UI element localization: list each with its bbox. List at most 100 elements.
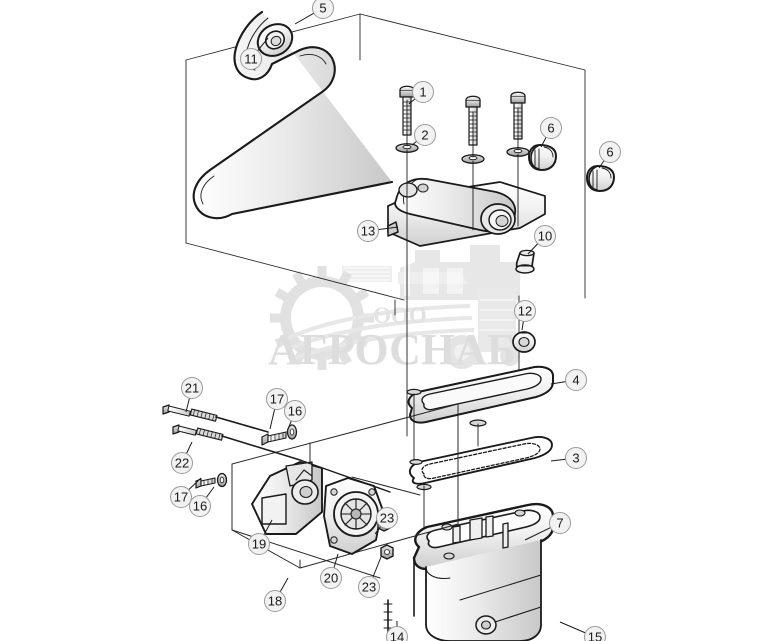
part-7-housing xyxy=(412,502,555,641)
callout-number: 21 xyxy=(185,381,199,396)
callout-bubble[interactable] xyxy=(181,377,203,399)
callout-11[interactable]: 11 xyxy=(240,37,269,70)
callout-16[interactable]: 16 xyxy=(284,400,306,433)
callout-bubble[interactable] xyxy=(414,124,436,146)
washer xyxy=(286,424,298,440)
callout-number: 15 xyxy=(588,630,602,641)
callout-3[interactable]: 3 xyxy=(550,447,587,469)
leader-line xyxy=(372,556,382,578)
callout-1[interactable]: 1 xyxy=(408,81,434,105)
callout-bubble[interactable] xyxy=(284,400,306,422)
callout-bubble[interactable] xyxy=(514,300,536,322)
leader-line xyxy=(559,621,586,634)
callout-17[interactable]: 17 xyxy=(266,388,288,430)
leader-line xyxy=(598,160,605,169)
callout-bubble[interactable] xyxy=(549,512,571,534)
leader-line xyxy=(374,526,382,535)
callout-23[interactable]: 23 xyxy=(374,507,398,535)
callout-number: 18 xyxy=(268,594,282,609)
nut xyxy=(380,544,394,560)
callout-23b[interactable]: 23 xyxy=(358,556,382,598)
callout-bubble[interactable] xyxy=(565,447,587,469)
callout-number: 20 xyxy=(324,571,338,586)
callout-bubble[interactable] xyxy=(358,576,380,598)
callout-bubble[interactable] xyxy=(189,495,211,517)
callout-bubble[interactable] xyxy=(599,141,621,163)
callout-21[interactable]: 21 xyxy=(181,377,203,413)
callout-bubble[interactable] xyxy=(312,0,334,19)
part-3-gasket xyxy=(408,436,553,491)
callout-number: 10 xyxy=(538,229,552,244)
callout-14[interactable]: 14 xyxy=(386,621,408,641)
callout-bubble[interactable] xyxy=(357,220,379,242)
callout-18[interactable]: 18 xyxy=(264,577,289,612)
callout-17b[interactable]: 17 xyxy=(170,477,202,508)
leader-line xyxy=(521,321,524,331)
leader-line xyxy=(550,458,566,462)
bushing xyxy=(528,144,557,171)
part-21-threaded-rod xyxy=(162,404,269,433)
callout-bubble[interactable] xyxy=(412,81,434,103)
leader-line xyxy=(188,477,202,491)
callout-bubble[interactable] xyxy=(240,48,262,70)
cap-screw xyxy=(195,477,216,489)
callout-bubble[interactable] xyxy=(376,507,398,529)
callout-bubble[interactable] xyxy=(540,117,562,139)
leader-line xyxy=(550,381,566,385)
callout-number: 11 xyxy=(244,52,258,67)
callout-6b[interactable]: 6 xyxy=(598,141,621,169)
callout-number: 13 xyxy=(361,224,375,239)
callout-6[interactable]: 6 xyxy=(540,117,562,148)
callout-15[interactable]: 15 xyxy=(559,621,606,641)
callout-12[interactable]: 12 xyxy=(514,300,536,331)
part-12-fitting xyxy=(512,331,536,353)
callout-bubble[interactable] xyxy=(565,369,587,391)
callout-number: 19 xyxy=(252,537,266,552)
callout-bubble[interactable] xyxy=(386,626,408,641)
leader-line xyxy=(411,141,417,146)
callout-22[interactable]: 22 xyxy=(171,441,193,474)
callout-bubble[interactable] xyxy=(264,590,286,612)
leader-line xyxy=(257,37,269,52)
callout-4[interactable]: 4 xyxy=(550,369,587,391)
callout-bubble[interactable] xyxy=(320,567,342,589)
alignment-lines xyxy=(406,99,519,529)
leader-line xyxy=(408,98,416,105)
callout-16b[interactable]: 16 xyxy=(189,486,215,517)
callout-bubble[interactable] xyxy=(584,626,606,641)
leader-line xyxy=(286,420,292,433)
callout-number: 17 xyxy=(270,392,284,407)
callout-bubble[interactable] xyxy=(534,225,556,247)
leader-line xyxy=(333,553,339,569)
leader-line xyxy=(378,226,399,231)
leader-line xyxy=(269,409,276,430)
callout-2[interactable]: 2 xyxy=(411,124,436,146)
callout-number: 17 xyxy=(174,490,188,505)
leader-line xyxy=(263,519,273,536)
callout-7[interactable]: 7 xyxy=(524,512,571,541)
callout-bubble[interactable] xyxy=(170,486,192,508)
part-22-threaded-rod xyxy=(172,424,391,493)
bushing xyxy=(586,165,615,192)
callout-number: 7 xyxy=(556,516,563,531)
leader-line xyxy=(527,243,539,255)
callout-number: 1 xyxy=(419,85,426,100)
part-2-washers xyxy=(395,143,530,164)
callout-bubble[interactable] xyxy=(171,452,193,474)
callout-20[interactable]: 20 xyxy=(320,553,342,589)
leader-line xyxy=(185,398,190,413)
callout-number: 4 xyxy=(572,373,579,388)
callout-number: 14 xyxy=(390,630,404,641)
callout-bubble[interactable] xyxy=(248,533,270,555)
leader-line xyxy=(540,137,547,148)
callout-13[interactable]: 13 xyxy=(357,220,399,242)
callout-19[interactable]: 19 xyxy=(248,519,273,555)
callout-number: 3 xyxy=(572,451,579,466)
callout-10[interactable]: 10 xyxy=(527,225,556,255)
washer xyxy=(216,472,228,488)
callout-5[interactable]: 5 xyxy=(294,0,334,25)
callout-bubble[interactable] xyxy=(266,388,288,410)
callout-number: 6 xyxy=(547,121,554,136)
